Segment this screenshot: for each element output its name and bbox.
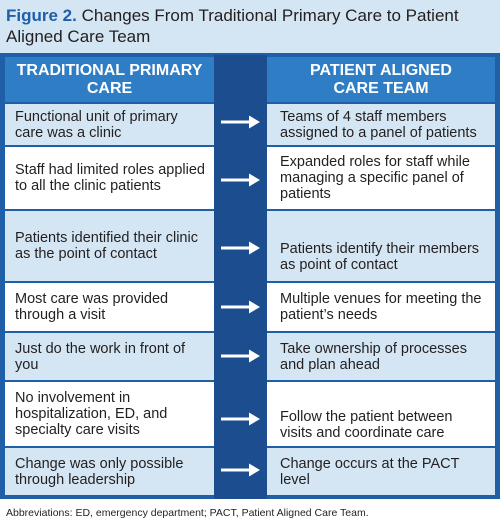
arrow-column <box>214 55 267 499</box>
pact-cell-5: Take ownership of processes and plan ahe… <box>267 333 495 380</box>
traditional-cell-2: Staff had limited roles applied to all t… <box>5 147 214 209</box>
figure-title-text: Changes From Traditional Primary Care to… <box>6 6 459 46</box>
right-arrow-icon <box>221 115 260 129</box>
figure-title: Figure 2. Changes From Traditional Prima… <box>6 5 494 47</box>
traditional-cell-3: Patients identified their clinic as the … <box>5 211 214 281</box>
right-arrow-icon <box>221 412 260 426</box>
pact-cell-2: Expanded roles for staff while managing … <box>267 147 495 209</box>
traditional-header: TRADITIONAL PRIMARY CARE <box>5 57 214 102</box>
comparison-table: TRADITIONAL PRIMARY CARE Functional unit… <box>0 53 500 499</box>
right-arrow-icon <box>221 349 260 363</box>
traditional-cell-5: Just do the work in front of you <box>5 333 214 380</box>
pact-cell-3: Patients identify their members as point… <box>267 211 495 281</box>
pact-cell-1: Teams of 4 staff members assigned to a p… <box>267 104 495 145</box>
pact-header: PATIENT ALIGNED CARE TEAM <box>267 57 495 102</box>
right-arrow-icon <box>221 300 260 314</box>
abbreviations-footnote: Abbreviations: ED, emergency department;… <box>6 507 369 519</box>
pact-cell-4: Multiple venues for meeting the patient’… <box>267 283 495 331</box>
traditional-cell-6: No involvement in hospitalization, ED, a… <box>5 382 214 446</box>
pact-cell-6: Follow the patient between visits and co… <box>267 382 495 446</box>
traditional-cell-1: Functional unit of primary care was a cl… <box>5 104 214 145</box>
traditional-cell-4: Most care was provided through a visit <box>5 283 214 331</box>
traditional-cell-7: Change was only possible through leaders… <box>5 448 214 495</box>
figure-title-bar: Figure 2. Changes From Traditional Prima… <box>0 0 500 53</box>
right-arrow-icon <box>221 173 260 187</box>
right-arrow-icon <box>221 463 260 477</box>
pact-cell-7: Change occurs at the PACT level <box>267 448 495 495</box>
figure-label: Figure 2. <box>6 6 77 25</box>
right-arrow-icon <box>221 241 260 255</box>
